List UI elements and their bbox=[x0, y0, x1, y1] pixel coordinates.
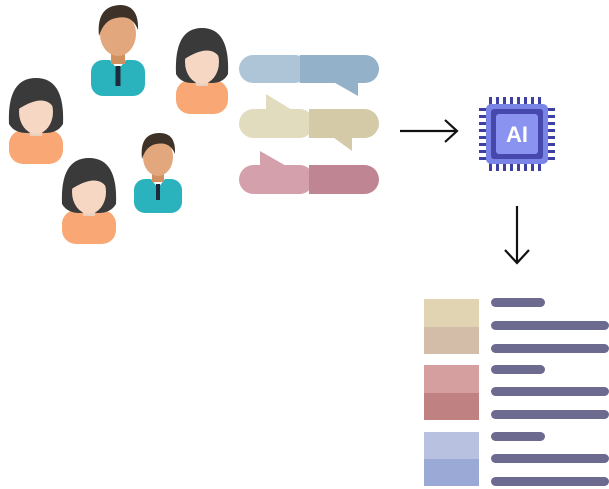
chip-label: AI bbox=[506, 122, 528, 147]
hair bbox=[141, 133, 176, 159]
text-line bbox=[491, 432, 545, 441]
hair bbox=[98, 5, 139, 36]
chat-bubble-blue bbox=[239, 55, 379, 96]
text-line bbox=[491, 298, 545, 307]
shirt bbox=[62, 210, 116, 244]
ai-chip-icon: AI bbox=[479, 97, 555, 171]
color-card-top bbox=[424, 365, 479, 393]
person-1 bbox=[91, 5, 145, 96]
person-5 bbox=[61, 158, 117, 244]
list-item bbox=[424, 365, 609, 420]
chat-bubble-beige bbox=[239, 94, 379, 151]
shirt bbox=[176, 80, 228, 114]
color-card-top bbox=[424, 432, 479, 459]
chat-bubble-pink bbox=[239, 151, 379, 194]
color-card-bottom bbox=[424, 459, 479, 486]
face bbox=[143, 138, 173, 176]
person-4 bbox=[134, 133, 182, 213]
list-item bbox=[424, 432, 609, 486]
shirt bbox=[9, 130, 63, 164]
text-line bbox=[491, 321, 609, 330]
bangs bbox=[17, 85, 55, 110]
face bbox=[100, 12, 136, 56]
bangs bbox=[70, 165, 108, 190]
color-card-bottom bbox=[424, 327, 479, 354]
color-card-bottom bbox=[424, 393, 479, 420]
text-line bbox=[491, 410, 609, 419]
color-card-top bbox=[424, 299, 479, 327]
arrow-down-icon bbox=[504, 206, 530, 265]
text-line bbox=[491, 454, 609, 463]
neck bbox=[152, 172, 164, 182]
output-list bbox=[424, 298, 609, 486]
person-3 bbox=[8, 78, 64, 164]
list-item bbox=[424, 298, 609, 354]
chip-pins bbox=[479, 97, 555, 171]
text-line bbox=[491, 387, 609, 396]
tie bbox=[115, 66, 121, 86]
text-line bbox=[491, 365, 545, 374]
tie bbox=[156, 184, 160, 200]
bangs bbox=[183, 35, 221, 60]
person-2 bbox=[175, 28, 229, 114]
text-line bbox=[491, 477, 609, 486]
arrow-right-icon bbox=[400, 119, 459, 143]
conversation-icon bbox=[239, 55, 379, 194]
text-line bbox=[491, 344, 609, 353]
chip-core bbox=[496, 114, 538, 154]
